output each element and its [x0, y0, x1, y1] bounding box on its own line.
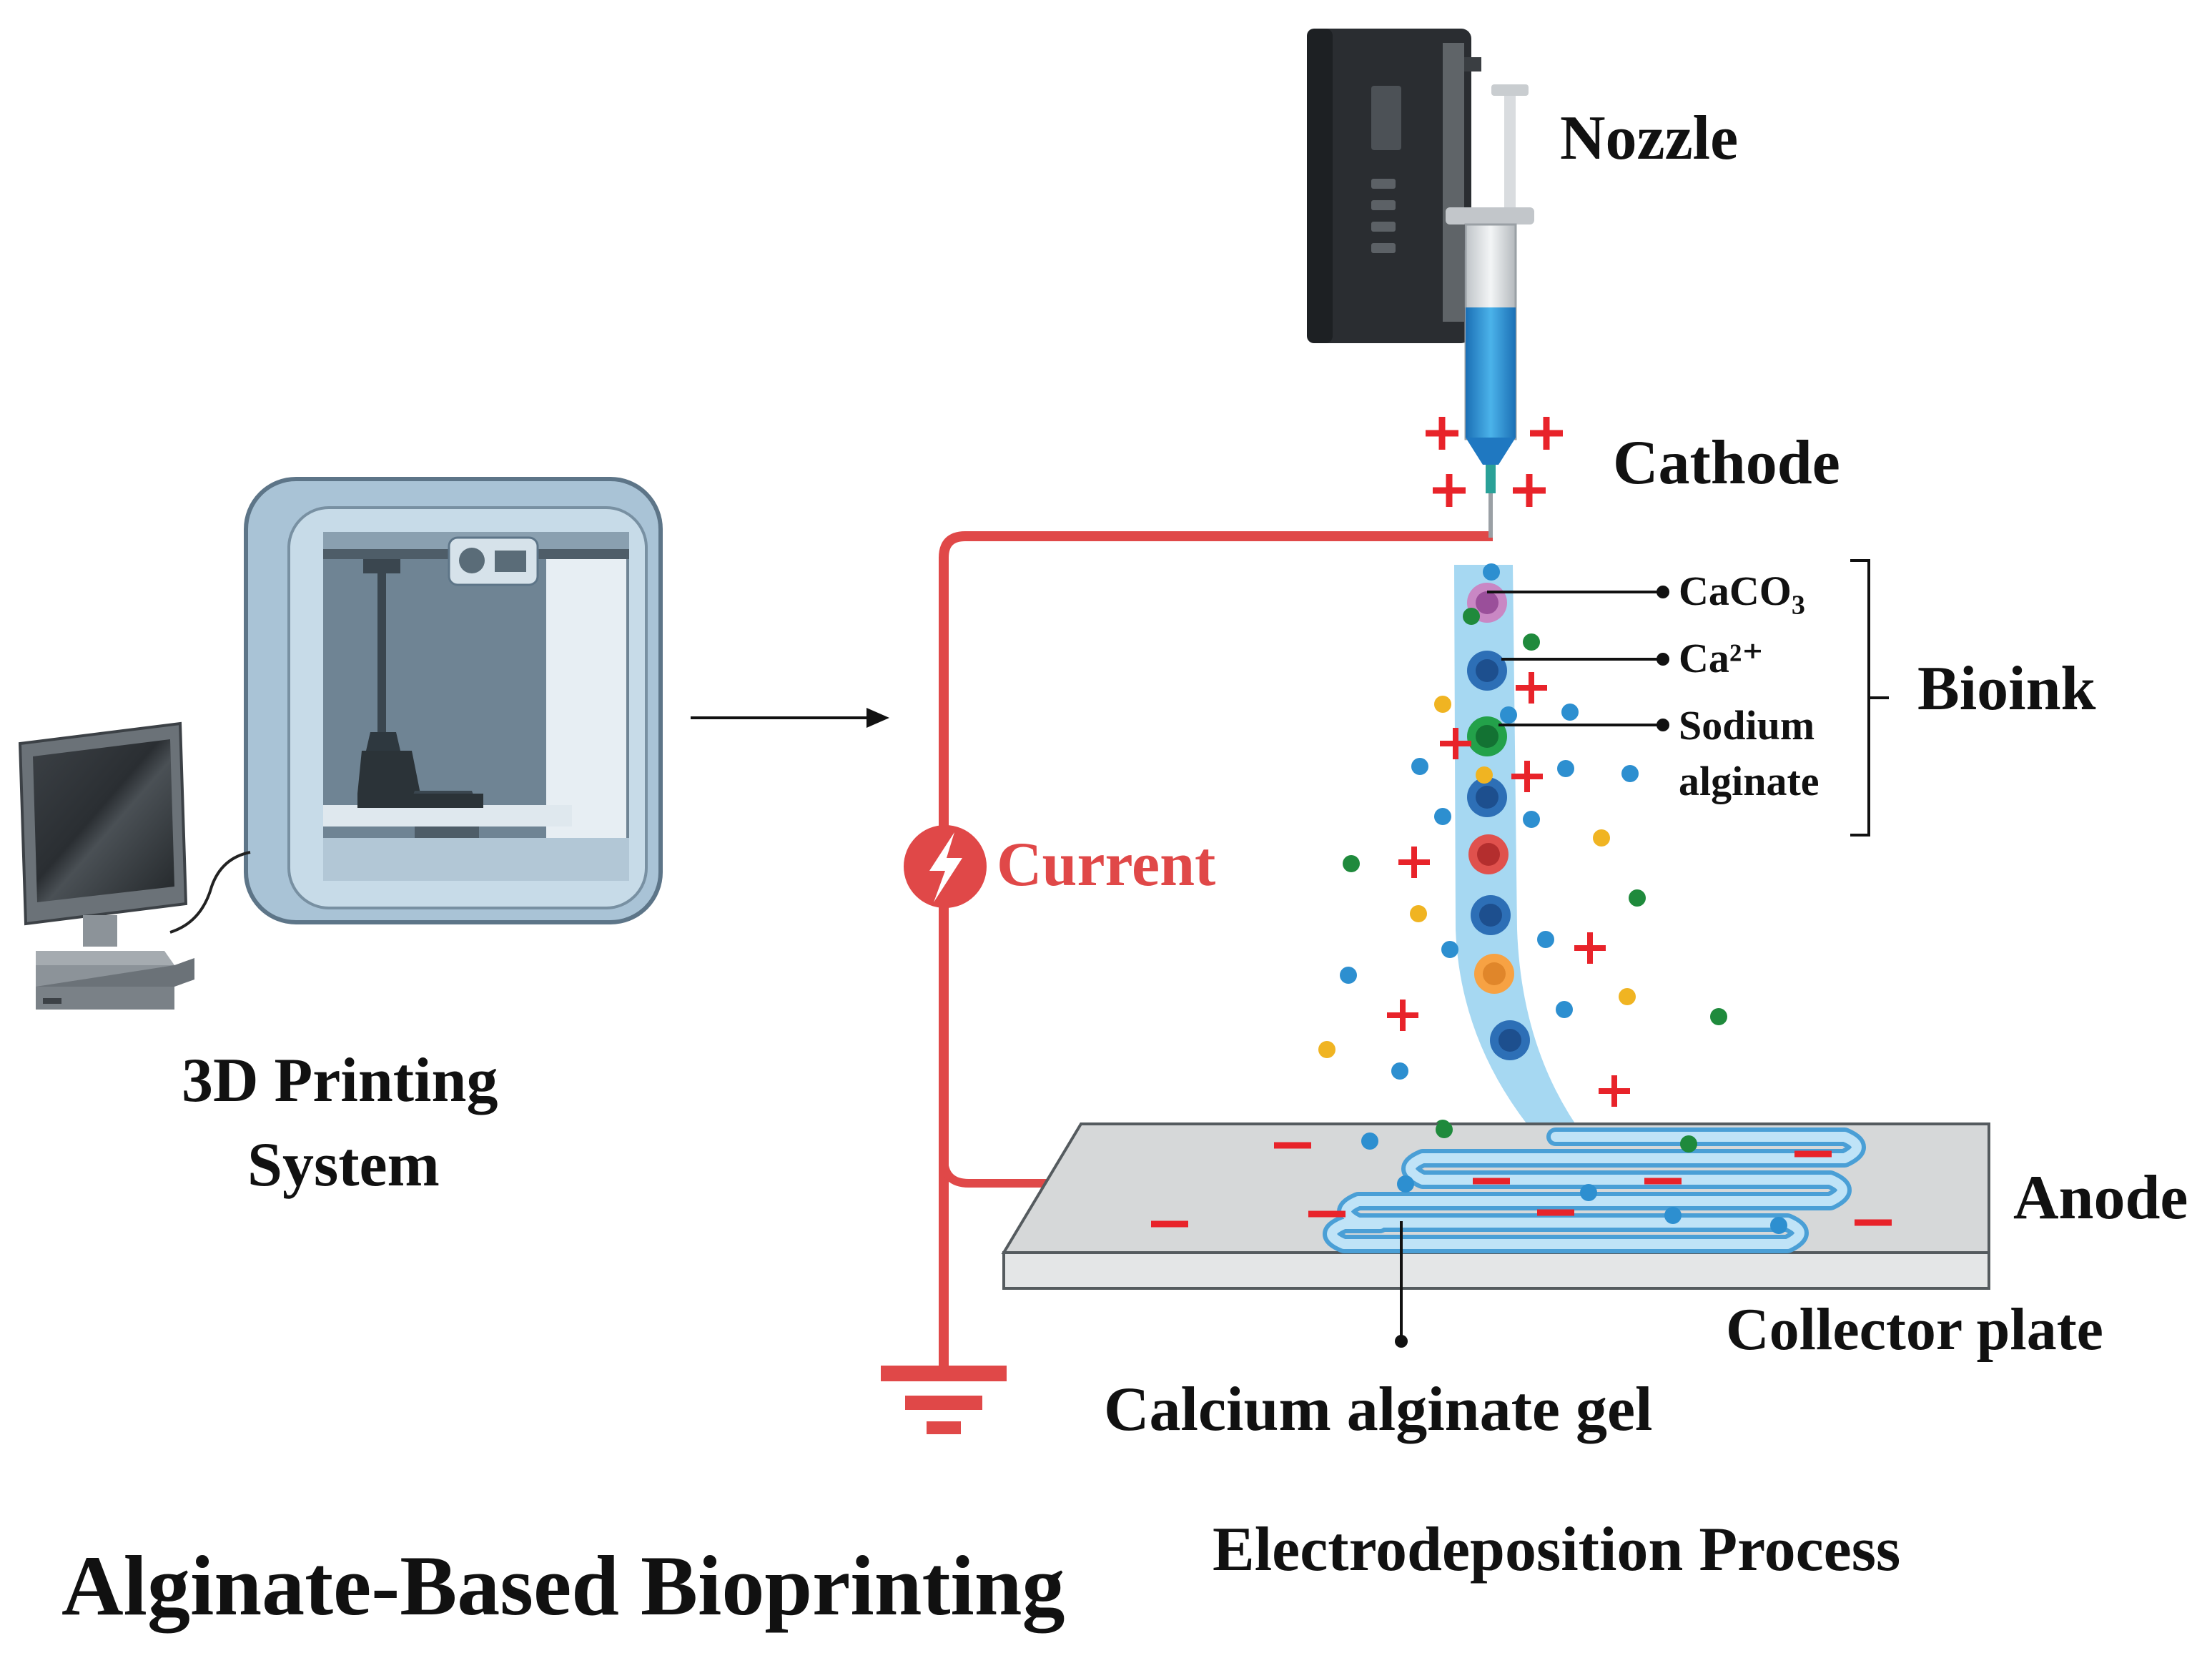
ground-icon [881, 1366, 1007, 1434]
stream-charges [1387, 672, 1630, 1107]
current-label: Current [997, 830, 1216, 899]
printing-system-line1: 3D Printing [182, 1046, 498, 1115]
anode-wire [939, 1158, 1051, 1188]
cathode-label: Cathode [1613, 428, 1840, 498]
bioink-label: Bioink [1917, 654, 2096, 724]
sodium-label: Sodium [1679, 702, 1815, 749]
anode-label: Anode [2013, 1163, 2188, 1233]
stream-particles [1467, 583, 1530, 1060]
bioink-stream [1454, 565, 1584, 1137]
calcium-ion-label: Ca²⁺ [1679, 635, 1764, 681]
lightning-bolt-icon [904, 825, 987, 908]
3d-printer-icon [244, 477, 663, 924]
calcium-gel-label: Calcium alginate gel [1104, 1375, 1653, 1444]
bioink-callouts [1487, 591, 1663, 726]
caco3-text: CaCO [1679, 568, 1792, 614]
anode-charges [1151, 1142, 1892, 1228]
caco3-label: CaCO3 [1679, 571, 1805, 619]
cathode-charges [1426, 417, 1563, 507]
computer-icon [18, 721, 194, 1010]
collector-plate-label: Collector plate [1726, 1296, 2103, 1363]
bioink-callout-dots [1656, 586, 1669, 731]
main-title: Alginate-Based Bioprinting [61, 1538, 1065, 1633]
printing-system-line2: System [247, 1130, 440, 1200]
circuit-wire [939, 531, 1493, 1366]
nozzle-label: Nozzle [1560, 104, 1739, 173]
bioink-bracket [1850, 559, 1889, 837]
gel-callout [1395, 1221, 1408, 1348]
alginate-label: alginate [1679, 758, 1820, 804]
syringe-pump-icon [1307, 29, 1534, 538]
calcium-alginate-gel [1323, 1127, 1866, 1253]
process-arrow [691, 708, 889, 728]
computer-cable [169, 851, 251, 934]
electrodeposition-label: Electrodeposition Process [1213, 1515, 1901, 1584]
plate-ions [1361, 1121, 1787, 1234]
caco3-subscript: 3 [1791, 590, 1805, 621]
